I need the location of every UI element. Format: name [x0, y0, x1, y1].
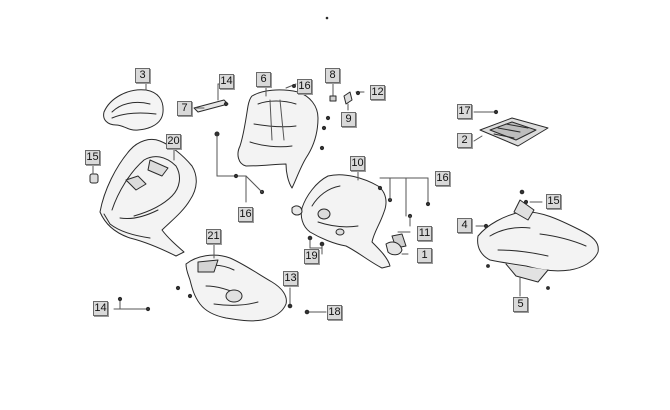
- callout-4: 4: [457, 218, 472, 233]
- callout-14-bottom: 14: [93, 301, 108, 316]
- callout-16-top: 16: [297, 79, 312, 94]
- callout-15-left: 15: [85, 150, 100, 165]
- callout-18: 18: [327, 305, 342, 320]
- callout-15-right: 15: [546, 194, 561, 209]
- part-20-front-shield: [99, 138, 197, 257]
- part-14-screw-bottom: [113, 296, 151, 312]
- callout-20: 20: [166, 134, 181, 149]
- callout-16-right: 16: [435, 171, 450, 186]
- callout-6: 6: [256, 72, 271, 87]
- callout-21: 21: [206, 229, 221, 244]
- callout-3: 3: [135, 68, 150, 83]
- callout-5: 5: [513, 297, 528, 312]
- callout-16-left: 16: [238, 207, 253, 222]
- part-16-screws-left: [214, 131, 265, 203]
- part-5-floor-panel: [475, 189, 599, 297]
- callout-12: 12: [370, 85, 385, 100]
- callout-7: 7: [177, 101, 192, 116]
- part-3-inner-cover: [103, 79, 164, 131]
- callout-13: 13: [283, 271, 298, 286]
- callout-19: 19: [304, 249, 319, 264]
- part-2-floor-mat: [473, 109, 549, 147]
- part-19-screws: [307, 235, 325, 255]
- part-8-9-12-clips: [319, 83, 365, 151]
- part-21-lower-cover: [175, 243, 287, 322]
- callout-8: 8: [325, 68, 340, 83]
- callout-2: 2: [457, 133, 472, 148]
- part-10-inner-panel: [291, 165, 391, 269]
- part-13-18-screws: [287, 287, 327, 315]
- callout-10: 10: [350, 156, 365, 171]
- part-15-screw-left: [89, 165, 99, 184]
- callout-14-top: 14: [219, 74, 234, 89]
- callout-1: 1: [417, 248, 432, 263]
- part-1-11-small-parts: [377, 177, 431, 256]
- stray-dot: [325, 16, 329, 20]
- callout-9: 9: [341, 112, 356, 127]
- part-7-bracket: [193, 83, 229, 113]
- callout-17: 17: [457, 104, 472, 119]
- part-6-leg-shield: [237, 79, 319, 189]
- callout-11: 11: [417, 226, 432, 241]
